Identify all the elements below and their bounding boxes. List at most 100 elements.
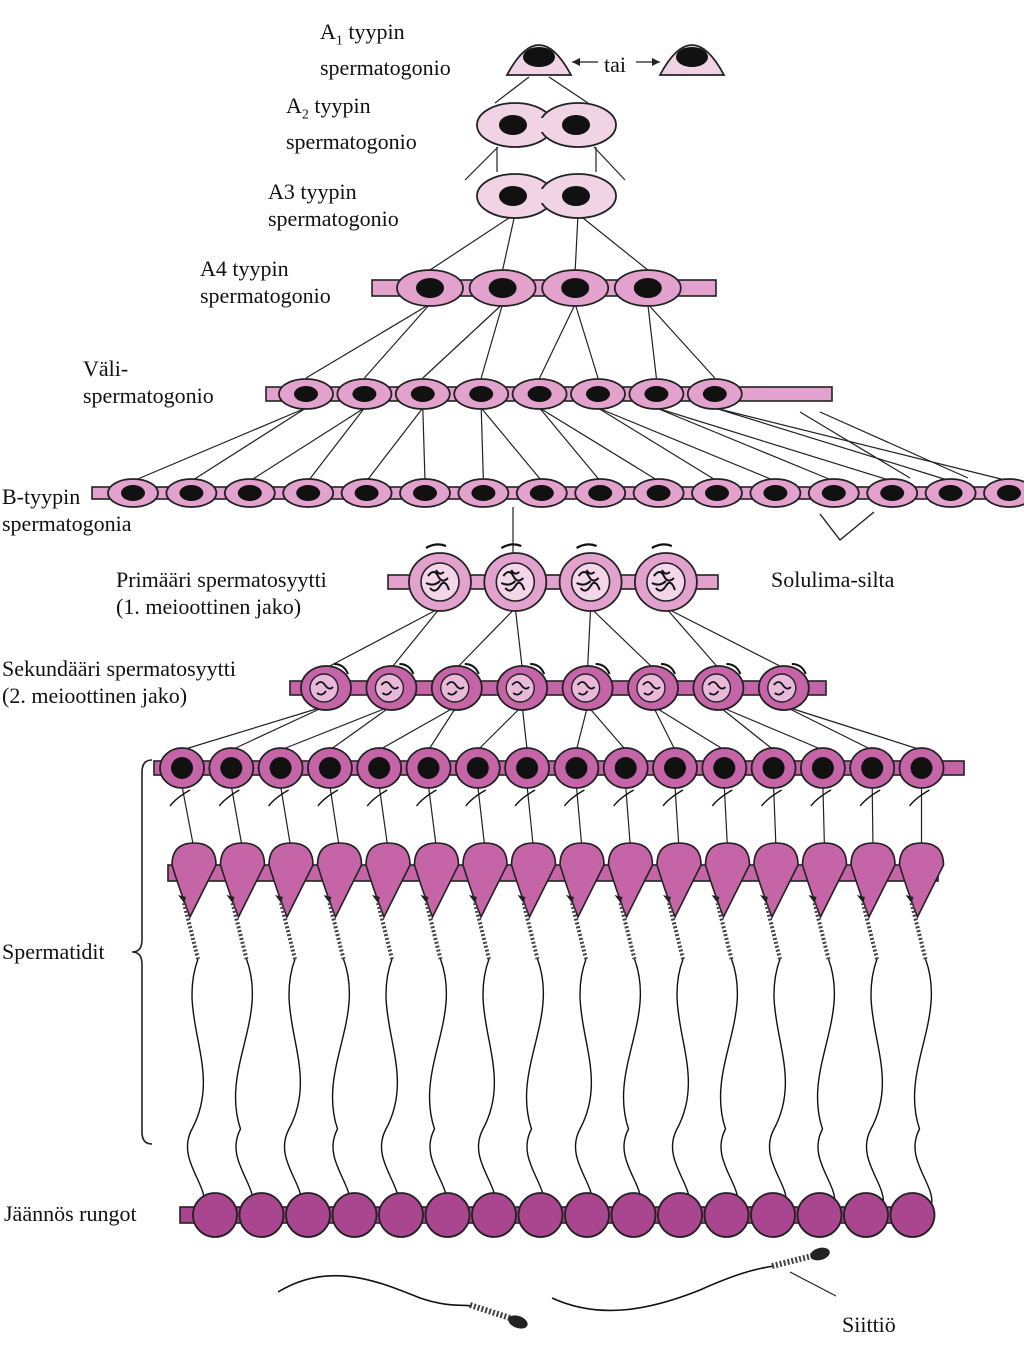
connector-line: [665, 607, 785, 669]
flagellum-bud: [908, 789, 930, 807]
flagellum-bud: [366, 789, 388, 807]
connector-line: [773, 785, 777, 850]
acrosome-mark: [530, 663, 546, 675]
connector-line: [181, 705, 327, 751]
connector-line: [783, 705, 873, 751]
connector-line: [464, 146, 499, 181]
residual-body: [657, 1192, 703, 1238]
connector-line: [652, 705, 676, 751]
residual-body: [796, 1192, 843, 1238]
cell-nucleus: [516, 757, 539, 779]
secondary-spermatocyte-nucleus: [440, 673, 470, 703]
sperm-tail: [186, 958, 205, 1206]
cell-nucleus: [269, 757, 292, 779]
cell-nucleus: [861, 757, 884, 779]
connector-line: [231, 705, 327, 751]
sperm-head: [517, 895, 526, 903]
label-tai: tai: [604, 52, 626, 77]
cell-nucleus: [527, 386, 552, 402]
acrosome-mark: [500, 543, 522, 549]
label-spermatidit: Spermatidit: [2, 939, 105, 964]
acrosome-mark: [651, 543, 673, 549]
sperm-head: [226, 895, 235, 903]
label-siittio: Siittiö: [842, 1312, 896, 1337]
arrow-head: [652, 58, 660, 66]
residual-body: [703, 1192, 750, 1238]
label-primary: Primääri spermatosyytti (1. meioottinen …: [116, 567, 327, 619]
sperm-head: [905, 895, 914, 903]
sperm-head: [760, 895, 768, 903]
connector-line: [597, 407, 718, 482]
chromatin-strand: [425, 569, 450, 592]
connector-line: [526, 785, 535, 850]
residual-body: [610, 1192, 657, 1238]
cell-nucleus: [562, 115, 590, 135]
label-secondary: Sekundääri spermatosyytti (2. meioottine…: [2, 656, 237, 708]
connector-line: [494, 76, 530, 104]
connector-line: [325, 607, 441, 669]
cell-nucleus: [354, 485, 379, 501]
siittio-pointer: [789, 1271, 837, 1297]
connector-line: [427, 785, 438, 850]
sperm-midpiece: [618, 902, 637, 960]
connector-line: [575, 785, 583, 850]
connector-line: [647, 303, 657, 379]
secondary-spermatocyte-nucleus: [767, 673, 797, 703]
connector-line: [723, 785, 729, 850]
connector-line: [590, 607, 654, 669]
sperm-tail: [913, 958, 933, 1206]
residual-body: [424, 1192, 471, 1238]
mature-sperm-tail: [277, 1274, 473, 1307]
sperm-head: [614, 895, 623, 903]
residual-body: [564, 1192, 610, 1238]
acrosome-mark: [576, 543, 598, 549]
connector-line: [280, 705, 392, 751]
cell-nucleus: [294, 386, 318, 402]
connector-line: [429, 213, 516, 271]
connector-line: [422, 303, 504, 379]
connector-line: [548, 76, 589, 104]
connector-line: [191, 407, 307, 482]
connector-line: [521, 705, 528, 751]
connector-line: [718, 705, 824, 751]
connector-line: [674, 785, 680, 850]
cell-nucleus: [588, 485, 613, 501]
sperm-midpiece: [473, 902, 491, 960]
mature-sperm-head: [810, 1247, 830, 1261]
flagellum-bud: [268, 789, 289, 807]
flagellum-bud: [169, 789, 191, 807]
connector-line: [656, 407, 893, 482]
cell-nucleus: [416, 278, 444, 298]
cell-nucleus: [171, 757, 193, 779]
mature-sperm-head: [508, 1315, 528, 1329]
sperm-head: [857, 895, 865, 903]
mature-sperm-midpiece: [771, 1253, 813, 1269]
residual-body: [750, 1192, 796, 1238]
acrosome-mark: [726, 663, 742, 675]
chromatin-strand: [446, 681, 465, 696]
sperm-midpiece: [327, 902, 346, 960]
chromatin-strand: [576, 569, 601, 592]
cell-nucleus: [318, 757, 341, 779]
connector-line: [307, 407, 365, 482]
sperm-head: [469, 895, 477, 903]
cell-nucleus: [997, 485, 1021, 501]
flagellum-bud: [317, 789, 339, 807]
flagellum-bud: [415, 789, 437, 807]
chromatin-strand: [380, 681, 400, 696]
connector-line: [427, 705, 458, 751]
cell-nucleus: [179, 485, 204, 501]
flagellum-bud: [563, 789, 585, 807]
mature-sperm-midpiece: [469, 1302, 511, 1321]
sperm-tail: [477, 958, 496, 1206]
cell-nucleus: [762, 757, 785, 779]
spermatidit-brace: [131, 759, 153, 1145]
sperm-midpiece: [715, 902, 734, 960]
sperm-tail: [380, 958, 399, 1206]
connector-line: [799, 411, 911, 479]
label-a4: A4 tyypin spermatogonio: [200, 256, 331, 308]
sperm-tail: [622, 958, 642, 1206]
cell-nucleus: [676, 47, 708, 67]
connector-line: [280, 785, 292, 850]
